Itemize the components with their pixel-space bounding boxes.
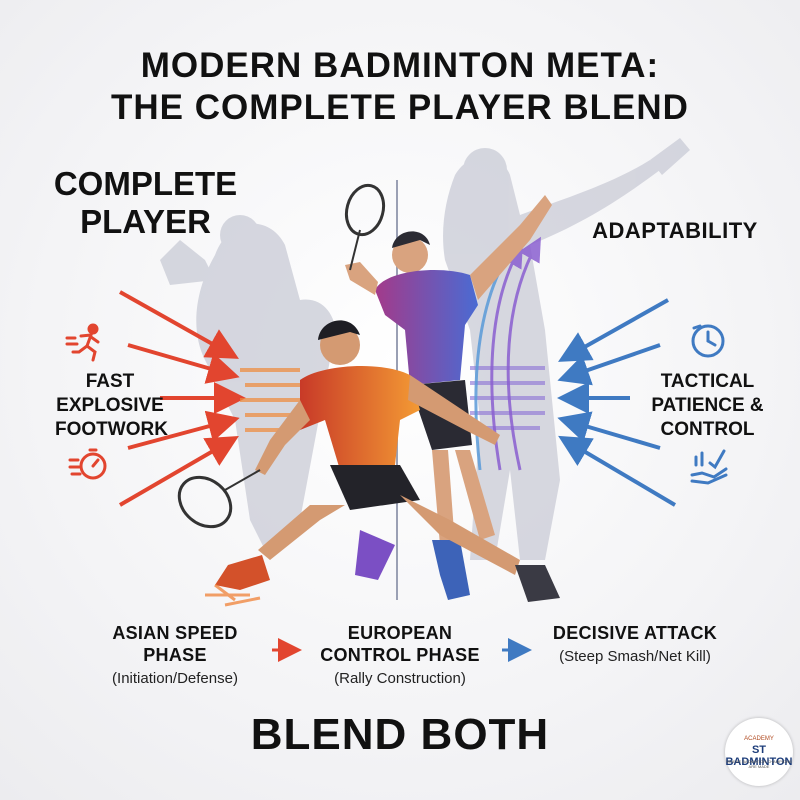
logo-main-text: ST BADMINTON: [725, 744, 793, 768]
phase-name: EUROPEAN CONTROL PHASE: [320, 623, 480, 665]
phase-european-control: EUROPEAN CONTROL PHASE (Rally Constructi…: [310, 622, 490, 689]
running-person-icon: [65, 323, 100, 362]
phase-name: ASIAN SPEED PHASE: [112, 623, 238, 665]
right-trait-label: TACTICAL PATIENCE & CONTROL: [651, 371, 764, 440]
phase-subtitle: (Initiation/Defense): [112, 670, 238, 687]
left-trait-label: FAST EXPLOSIVE FOOTWORK: [55, 371, 168, 440]
clock-icon: [691, 324, 725, 358]
hand-chart-icon: [690, 449, 728, 485]
academy-logo: ACADEMY ST BADMINTON WHERE BADMINTON CHA…: [725, 718, 793, 786]
front-player: [177, 320, 560, 607]
speed-arrows: [118, 290, 246, 507]
phase-name: DECISIVE ATTACK: [552, 623, 718, 643]
title-line-2: THE COMPLETE PLAYER BLEND: [111, 88, 689, 127]
phase-decisive-attack: DECISIVE ATTACK (Steep Smash/Net Kill): [540, 622, 730, 667]
complete-player-heading: COMPLETE PLAYER: [53, 165, 238, 240]
adaptability-heading: ADAPTABILITY: [592, 218, 758, 243]
logo-top-text: ACADEMY: [744, 736, 774, 742]
blend-both-footer: BLEND BOTH: [250, 710, 550, 759]
logo-tagline: WHERE BADMINTON CHAMPIONS ARE MADE: [726, 759, 792, 769]
title-line-1: MODERN BADMINTON META:: [140, 46, 660, 85]
phase-asian-speed: ASIAN SPEED PHASE (Initiation/Defense): [90, 622, 260, 689]
stopwatch-speed-icon: [68, 448, 107, 480]
phase-subtitle: (Steep Smash/Net Kill): [559, 648, 711, 665]
control-arrows: [557, 298, 677, 507]
phase-subtitle: (Rally Construction): [334, 670, 466, 687]
